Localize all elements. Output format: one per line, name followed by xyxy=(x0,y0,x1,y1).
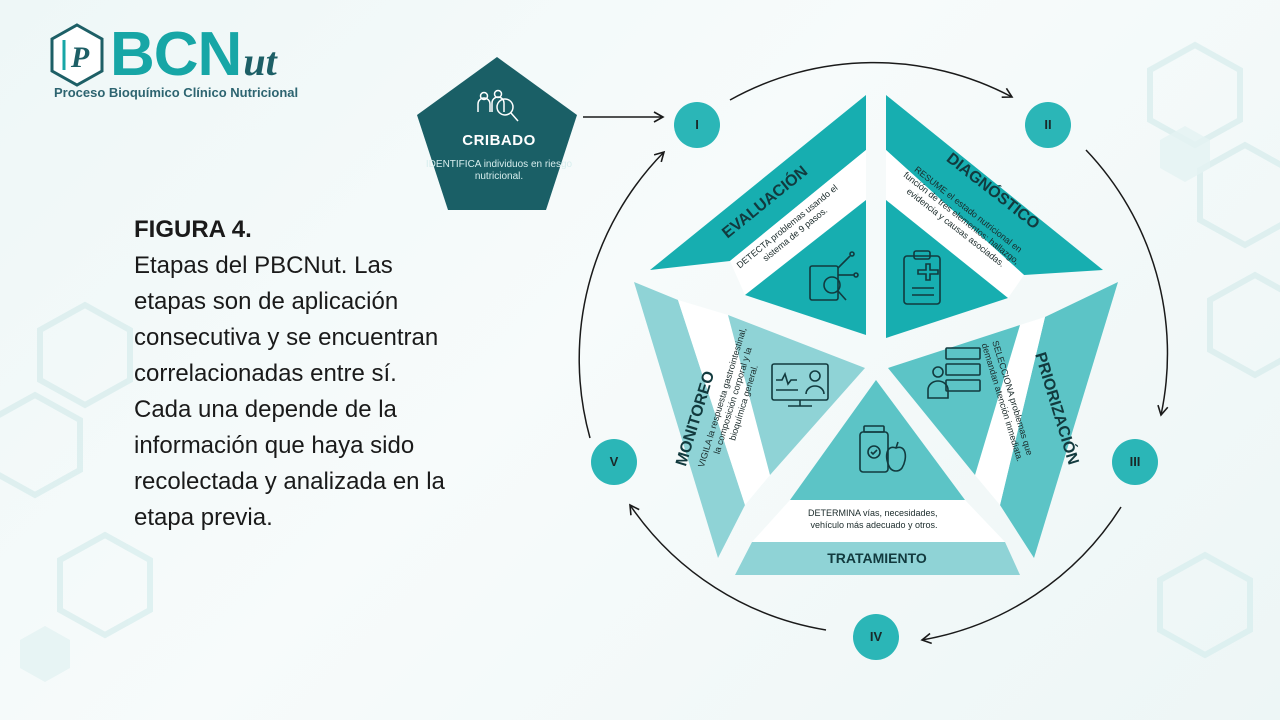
logo-wordmark: BCNut xyxy=(110,24,277,86)
logo-bcn: BCN xyxy=(110,20,242,89)
tratamiento-desc-2: vehículo más adecuado y otros. xyxy=(810,520,937,530)
numeral-circle-3 xyxy=(1112,439,1158,485)
figure-caption: Etapas del PBCNut. Las etapas son de apl… xyxy=(134,252,445,531)
stage-tratamiento: TRATAMIENTO DETERMINA vías, necesidades,… xyxy=(735,380,1020,575)
cribado-title: CRIBADO xyxy=(462,132,536,149)
diagnostic-scan-icon xyxy=(809,251,859,301)
numeral-circle-2 xyxy=(1025,102,1071,148)
cribado-pentagon xyxy=(417,57,577,210)
figure-caption-block: FIGURA 4. Etapas del PBCNut. Las etapas … xyxy=(134,212,454,536)
numeral-label-3: III xyxy=(1129,454,1141,469)
stage-evaluacion: EVALUACIÓN DETECTA problemas usando el s… xyxy=(650,95,866,335)
numeral-circle-1 xyxy=(674,102,720,148)
numeral-label-4: IV xyxy=(869,629,883,644)
stage-monitoreo: MONITOREO VIGILA la respuesta gastrointe… xyxy=(634,282,865,558)
checklist-icon xyxy=(927,347,981,399)
stage-diagnostico: DIAGNÓSTICO RESUME el estado nutricional… xyxy=(886,95,1103,338)
medical-clipboard-icon xyxy=(903,250,941,305)
cribado-description: IDENTIFICA individuos en riesgo nutricio… xyxy=(425,159,573,182)
cribado-text: CRIBADO IDENTIFICA individuos en riesgo … xyxy=(424,132,574,183)
logo-mark-letter: P xyxy=(70,41,90,74)
numeral-label-1: I xyxy=(695,117,699,132)
numeral-circle-4 xyxy=(853,614,899,660)
cycle-arrow-3-4 xyxy=(920,506,1122,645)
people-search-icon xyxy=(477,89,519,122)
supplement-apple-icon xyxy=(859,425,907,473)
tratamiento-title: TRATAMIENTO xyxy=(827,550,927,566)
tratamiento-desc-1: DETERMINA vías, necesidades, xyxy=(808,508,938,518)
figure-title: FIGURA 4. xyxy=(134,216,252,243)
numeral-circle-5 xyxy=(591,439,637,485)
cycle-arrow-5-1 xyxy=(578,150,666,439)
pbcnut-cycle-diagram: EVALUACIÓN DETECTA problemas usando el s… xyxy=(417,57,1169,660)
numeral-label-5: V xyxy=(609,454,619,469)
logo-ut: ut xyxy=(243,39,277,84)
cycle-arrow-2-3 xyxy=(1085,149,1169,417)
logo-hexagon-mark: P xyxy=(50,23,104,87)
cycle-arrow-1-2 xyxy=(729,61,1014,101)
stage-priorizacion: PRIORIZACIÓN SELECCIONA problemas que de… xyxy=(888,282,1118,558)
brand-logo: P BCNut Proceso Bioquímico Clínico Nutri… xyxy=(48,22,348,106)
numeral-label-2: II xyxy=(1044,117,1052,132)
logo-subtitle: Proceso Bioquímico Clínico Nutricional xyxy=(54,85,299,100)
svg-text:DETERMINA vías, necesidades,: DETERMINA vías, necesidades, vehículo má… xyxy=(808,508,940,530)
cycle-arrow-4-5 xyxy=(629,503,827,631)
monitor-icon xyxy=(771,363,829,407)
